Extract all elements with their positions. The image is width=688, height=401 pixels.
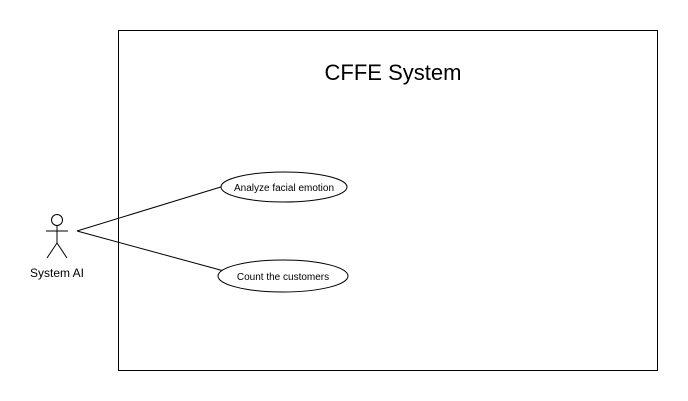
- association-analyze: [76, 185, 225, 232]
- usecase-count-the-customers[interactable]: Count the customers: [217, 259, 349, 293]
- usecase-analyze-facial-emotion[interactable]: Analyze facial emotion: [220, 171, 348, 203]
- actor-left-leg: [46, 242, 58, 259]
- actor-system-ai[interactable]: System AI: [30, 214, 84, 281]
- association-count: [76, 230, 225, 272]
- actor-head: [51, 214, 63, 226]
- usecase-ellipse: [220, 171, 348, 203]
- actor-right-leg: [56, 242, 68, 259]
- system-boundary: [118, 30, 658, 371]
- actor-label: System AI: [30, 266, 84, 280]
- usecase-label: Count the customers: [237, 272, 329, 283]
- usecase-label: Analyze facial emotion: [234, 183, 334, 194]
- usecase-ellipse: [217, 259, 349, 293]
- system-title: CFFE System: [325, 60, 462, 85]
